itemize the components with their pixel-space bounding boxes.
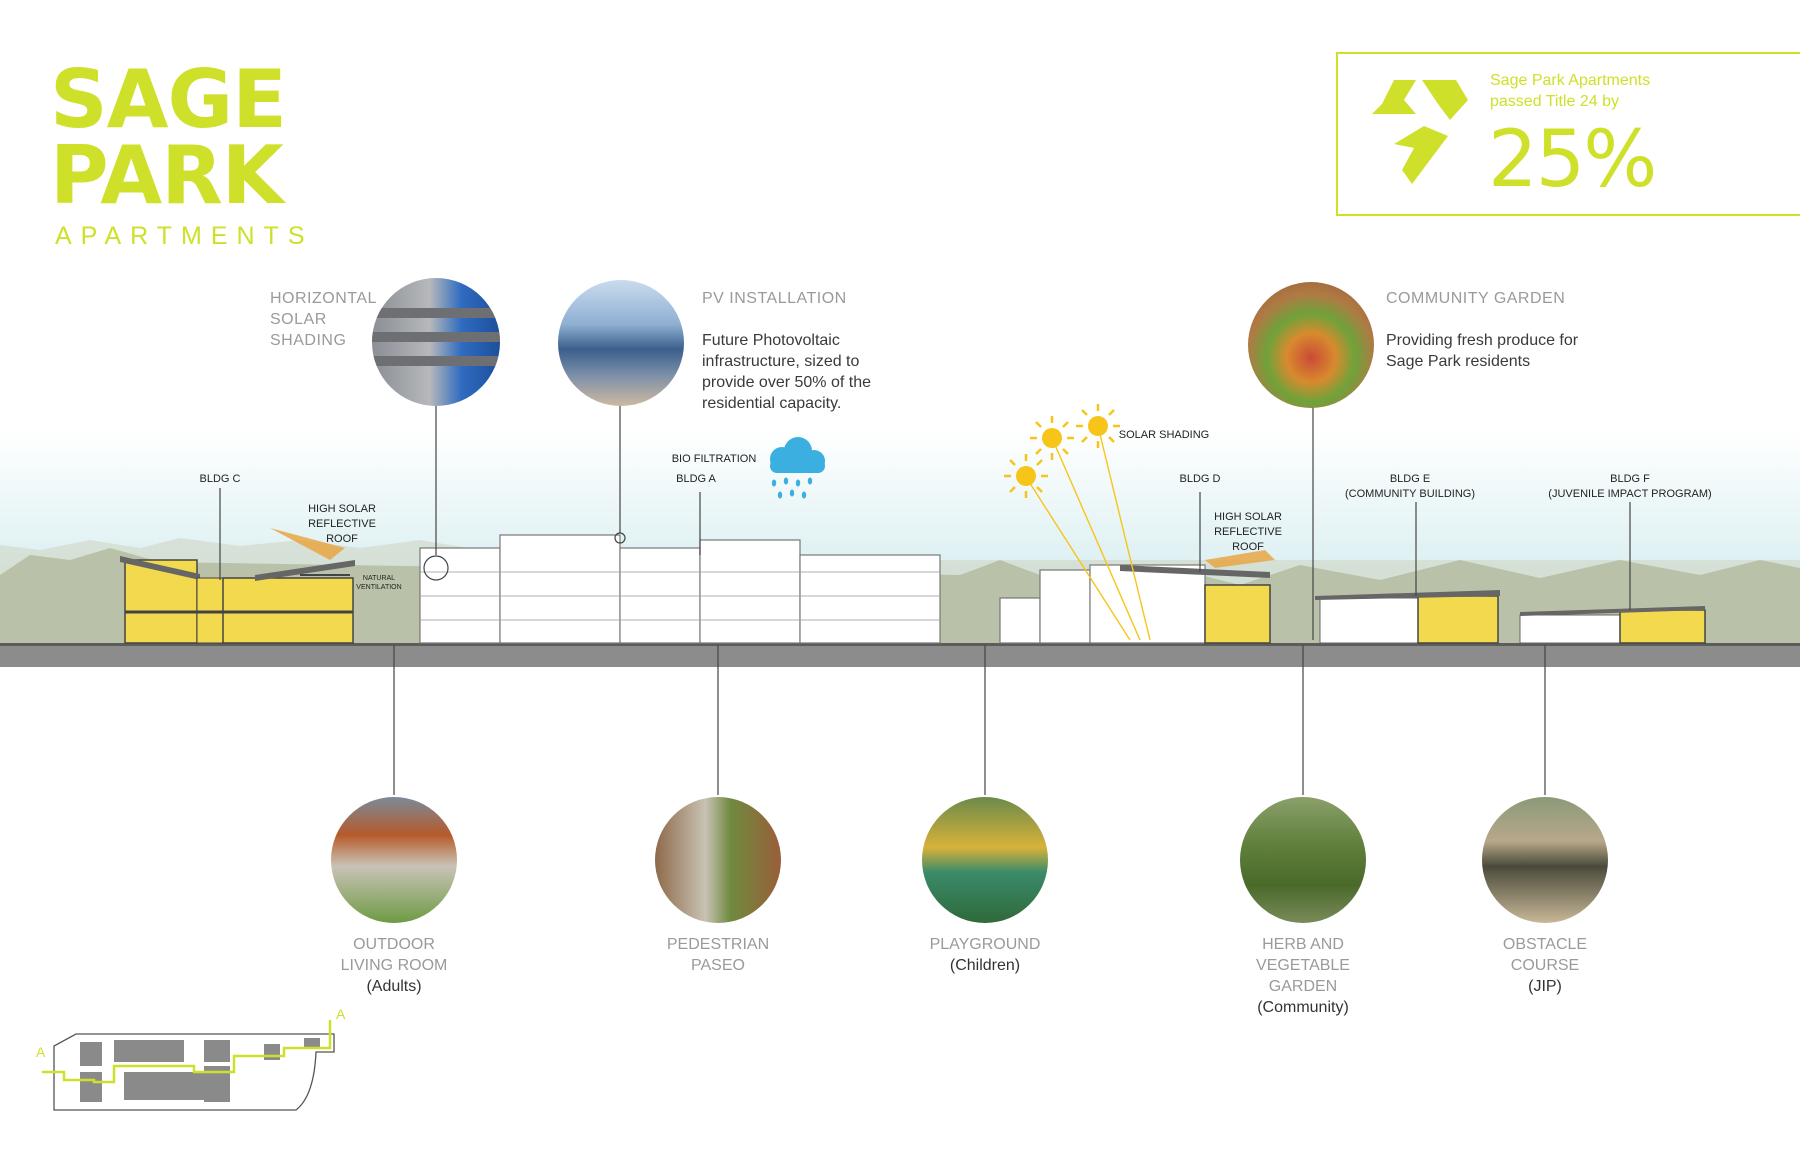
pedestrian-paseo-photo bbox=[655, 797, 781, 923]
solar-shading-label: SOLAR SHADING bbox=[1118, 429, 1210, 441]
bldg-d-label: BLDG D bbox=[1179, 473, 1221, 485]
stat-text: Sage Park Apartments passed Title 24 by bbox=[1490, 72, 1651, 110]
pv-installation-photo bbox=[558, 280, 684, 406]
bldg-c-label: BLDG C bbox=[199, 473, 241, 485]
bldg-e bbox=[1315, 590, 1500, 644]
bldg-a bbox=[419, 534, 941, 644]
obstacle-course-photo bbox=[1482, 797, 1608, 923]
title-sage: SAGE bbox=[50, 53, 287, 146]
pv-description: Future Photovoltaic infrastructure, size… bbox=[702, 332, 871, 412]
title-park: PARK bbox=[50, 129, 284, 222]
garden-heading: COMMUNITY GARDEN bbox=[1386, 290, 1566, 307]
outdoor-living-room-photo bbox=[331, 797, 457, 923]
key-plan-map bbox=[42, 1020, 335, 1111]
recycle-icon bbox=[1372, 80, 1468, 184]
garden-description: Providing fresh produce for Sage Park re… bbox=[1386, 332, 1579, 370]
rain-cloud-icon bbox=[770, 437, 825, 499]
playground-photo bbox=[922, 797, 1048, 923]
herb-garden-photo bbox=[1240, 797, 1366, 923]
playground-sub: (Children) bbox=[949, 957, 1021, 974]
pedestrian-paseo-label: PEDESTRIAN PASEO bbox=[666, 936, 770, 974]
leader-lines bbox=[219, 400, 1631, 795]
playground-label: PLAYGROUND bbox=[929, 936, 1041, 953]
solar-shading-heading: HORIZONTAL SOLAR SHADING bbox=[270, 290, 377, 349]
bldg-f bbox=[1519, 606, 1706, 644]
obstacle-course-sub: (JIP) bbox=[1528, 978, 1562, 995]
bldg-f-label: BLDG F (JUVENILE IMPACT PROGRAM) bbox=[1548, 473, 1712, 500]
title24-stat-box bbox=[1336, 52, 1800, 216]
bldg-d bbox=[999, 550, 1275, 644]
herb-garden-label: HERB AND VEGETABLE GARDEN bbox=[1256, 936, 1350, 995]
community-garden-photo bbox=[1248, 282, 1374, 408]
pedestrian-paseo-caption: PEDESTRIAN PASEO bbox=[618, 934, 818, 976]
solar-shading-photo bbox=[372, 278, 500, 406]
title-apartments: APARTMENTS bbox=[55, 222, 314, 250]
keyplan-marker-right: A bbox=[336, 1006, 346, 1022]
outdoor-living-room-caption: OUTDOOR LIVING ROOM (Adults) bbox=[294, 934, 494, 997]
outdoor-living-room-label: OUTDOOR LIVING ROOM bbox=[340, 936, 448, 974]
sun-rays bbox=[1025, 425, 1151, 641]
bldg-c bbox=[120, 528, 355, 644]
herb-garden-sub: (Community) bbox=[1257, 999, 1349, 1016]
outdoor-living-room-sub: (Adults) bbox=[366, 978, 422, 995]
ground-line bbox=[0, 645, 1800, 667]
playground-caption: PLAYGROUND (Children) bbox=[885, 934, 1085, 976]
obstacle-course-label: OBSTACLE COURSE bbox=[1502, 936, 1588, 974]
bldg-a-label: BLDG A bbox=[676, 473, 716, 485]
bio-filtration-label: BIO FILTRATION bbox=[671, 453, 757, 465]
natural-ventilation-label: NATURAL VENTILATION bbox=[356, 575, 402, 591]
high-solar-roof-label-2: HIGH SOLAR REFLECTIVE ROOF bbox=[1214, 511, 1282, 553]
high-solar-roof-label: HIGH SOLAR REFLECTIVE ROOF bbox=[308, 503, 376, 545]
sun-icon bbox=[1030, 416, 1074, 460]
bldg-e-label: BLDG E (COMMUNITY BUILDING) bbox=[1345, 473, 1475, 500]
stat-value: 25% bbox=[1488, 115, 1657, 205]
sun-icon bbox=[1004, 454, 1048, 498]
herb-garden-caption: HERB AND VEGETABLE GARDEN (Community) bbox=[1203, 934, 1403, 1018]
obstacle-course-caption: OBSTACLE COURSE (JIP) bbox=[1445, 934, 1645, 997]
keyplan-marker-left: A bbox=[36, 1044, 46, 1060]
sun-icon bbox=[1076, 404, 1120, 448]
pv-heading: PV INSTALLATION bbox=[702, 290, 847, 307]
